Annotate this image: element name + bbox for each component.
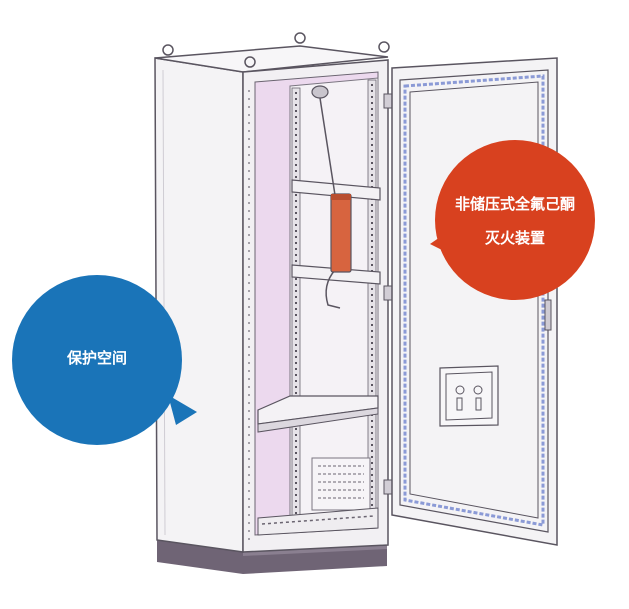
cabinet-shelf (257, 395, 379, 433)
cabinet-door (391, 57, 558, 546)
door-handle-icon (544, 299, 552, 331)
callout-label-protection-space: 保护空间 (66, 349, 127, 367)
cabinet-left-panel (154, 57, 244, 553)
cabinet-back-wall (289, 77, 379, 525)
lifting-eye-icon (162, 32, 390, 68)
callout-label-fire-system-line2: 灭火装置 (484, 229, 545, 247)
nozzle-icon (311, 85, 341, 309)
callout-bubble-blue (12, 275, 197, 445)
door-gasket (403, 74, 545, 527)
floor-plate (257, 507, 379, 536)
document-pocket (439, 365, 499, 427)
vent-grille (311, 457, 371, 511)
cabinet-base (157, 540, 387, 574)
cabinet-roof (154, 45, 389, 73)
callout-label-fire-system-line1: 非储压式全氟己酮 (454, 195, 575, 213)
callout-bubble-red (430, 140, 595, 300)
extinguisher-unit (330, 193, 352, 273)
